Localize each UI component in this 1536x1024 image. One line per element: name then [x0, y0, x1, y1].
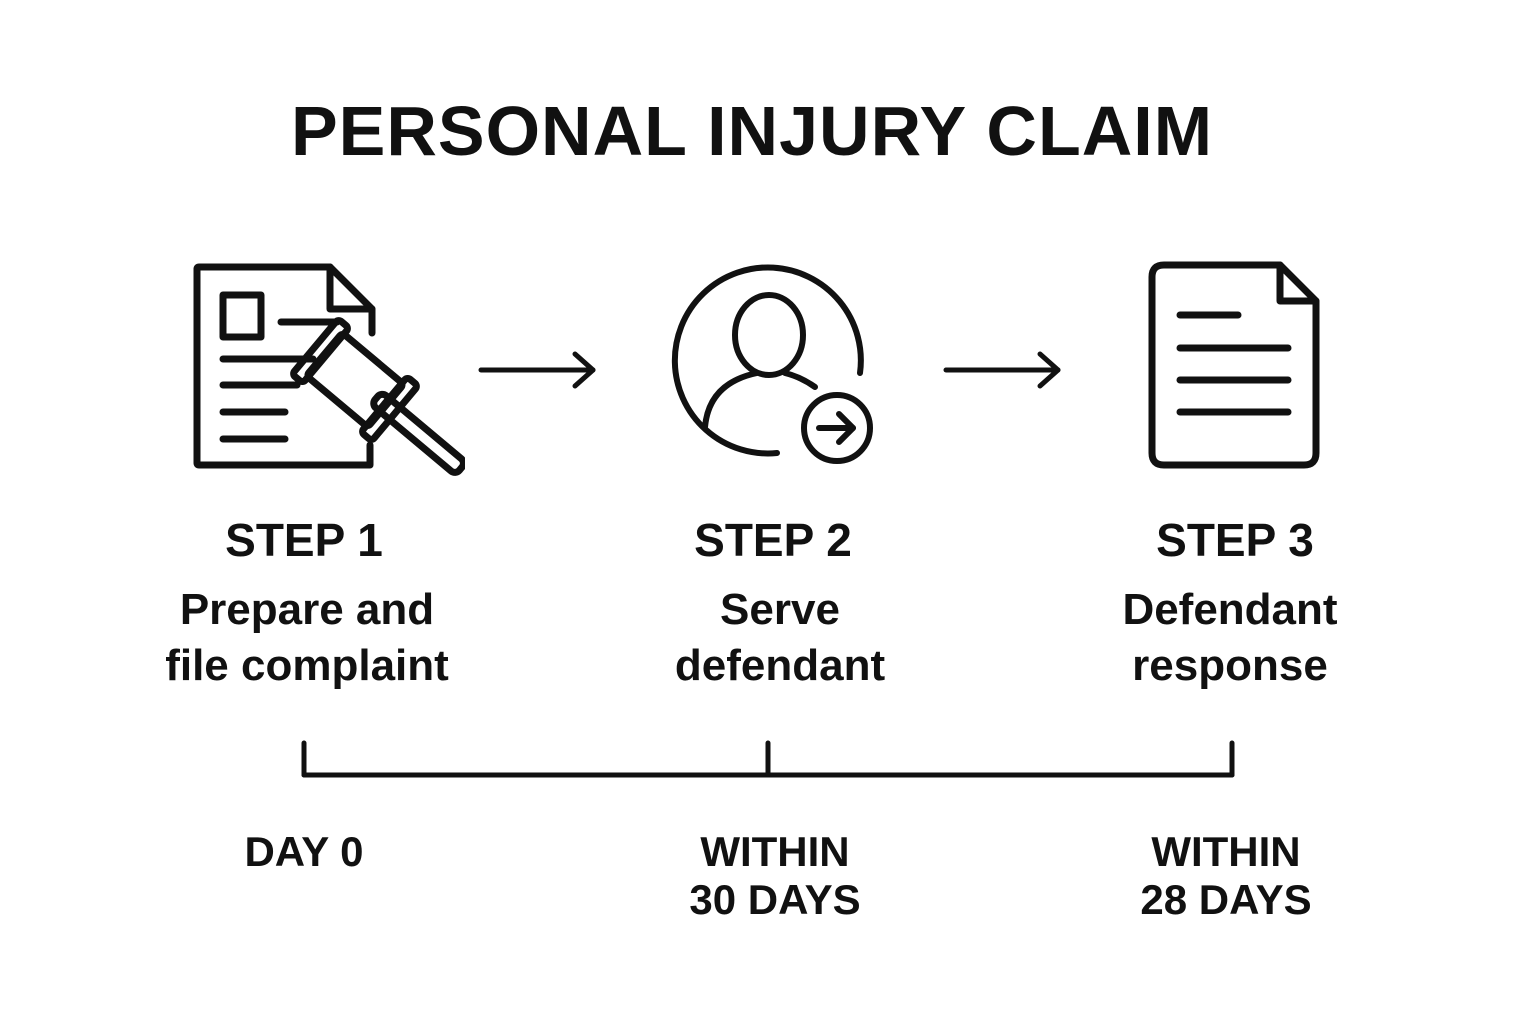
step-2-description-line: defendant — [674, 641, 886, 690]
arrow-right-icon — [478, 351, 596, 389]
document-lines-icon — [1148, 261, 1320, 469]
step-3-timing-line: WITHIN — [1151, 828, 1301, 875]
step-1-label: STEP 1 — [225, 514, 383, 566]
step-3-description: Defendant response — [1020, 582, 1440, 694]
page-title: PERSONAL INJURY CLAIM — [290, 92, 1214, 170]
step-2-description: Serve defendant — [570, 582, 990, 694]
step-3-label: STEP 3 — [1156, 514, 1314, 566]
step-2-timing-line: 30 DAYS — [689, 876, 861, 923]
step-3-description-line: Defendant — [1122, 585, 1338, 634]
step-1-timing-line: DAY 0 — [244, 828, 364, 875]
step-3-description-line: response — [1132, 641, 1328, 690]
step-3-timing: WITHIN 28 DAYS — [1056, 828, 1396, 924]
step-2-label: STEP 2 — [694, 514, 852, 566]
step-2-timing: WITHIN 30 DAYS — [605, 828, 945, 924]
step-1-description-line: Prepare and — [179, 585, 435, 634]
step-1-timing: DAY 0 — [134, 828, 474, 876]
step-1-description: Prepare and file complaint — [97, 582, 517, 694]
document-gavel-icon — [193, 263, 465, 476]
step-3-timing-line: 28 DAYS — [1140, 876, 1312, 923]
step-1-description-line: file complaint — [165, 641, 449, 690]
step-2-timing-line: WITHIN — [700, 828, 850, 875]
arrow-right-icon — [943, 351, 1061, 389]
step-2-description-line: Serve — [720, 585, 840, 634]
person-arrow-icon — [671, 264, 873, 464]
